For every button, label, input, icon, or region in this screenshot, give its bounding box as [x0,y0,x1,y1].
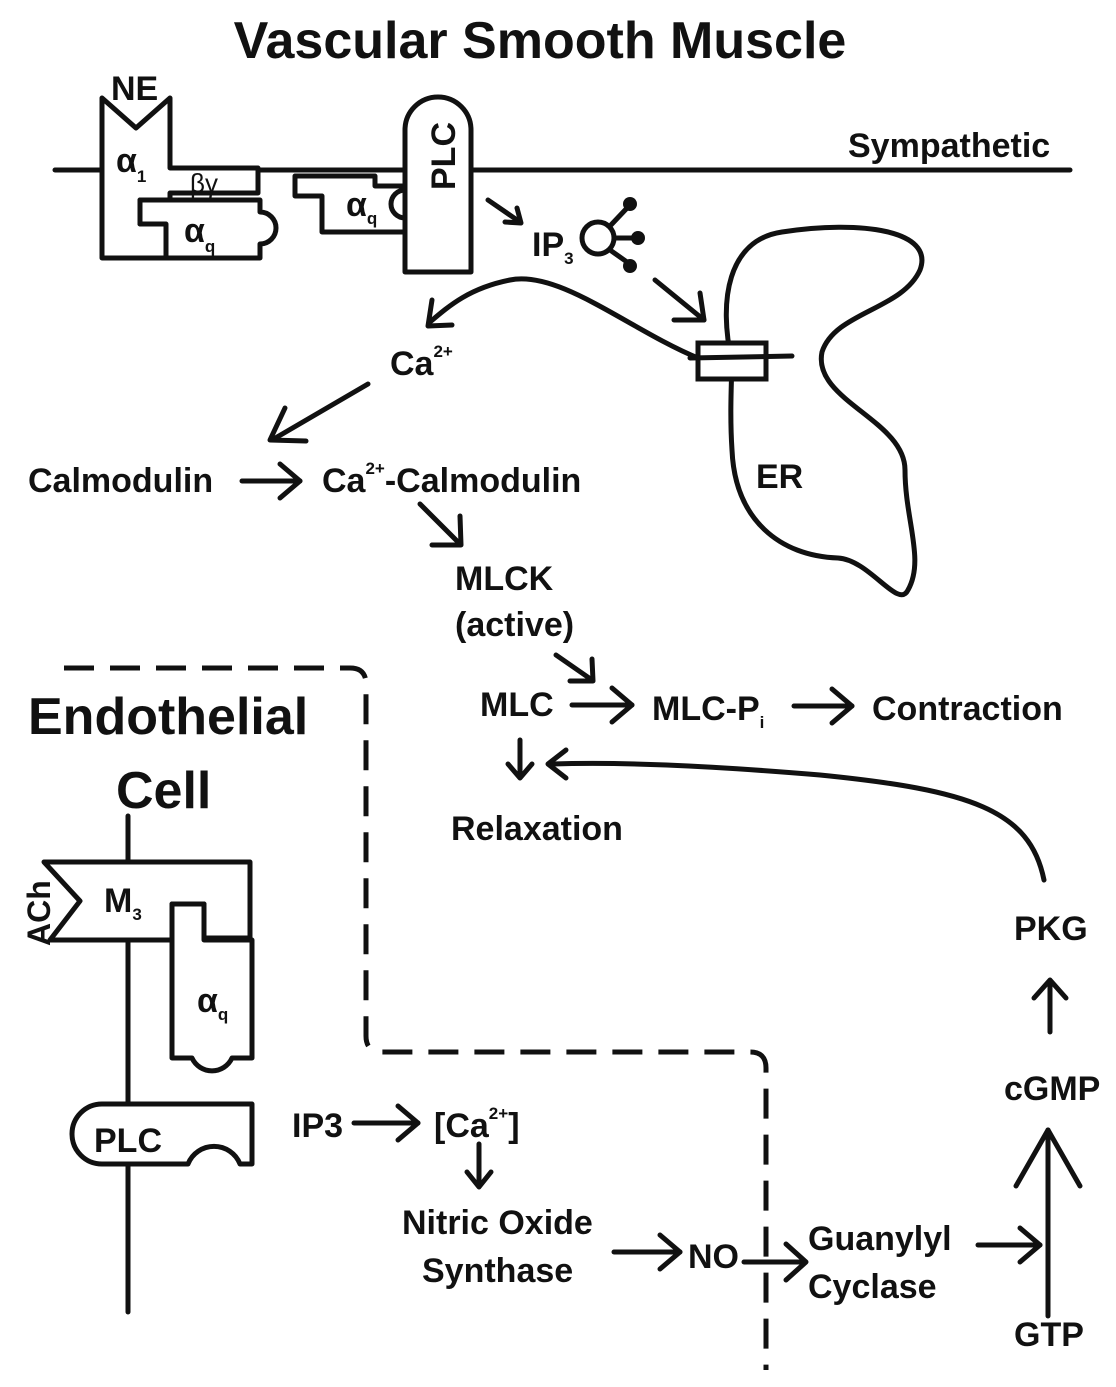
nos-label-line2: Synthase [422,1252,573,1290]
endothelial-ca-label: [Ca2+] [434,1104,520,1145]
arrow-calmodulin-to-complex [239,461,303,501]
arrow-ip3-to-ca [351,1103,421,1143]
endoplasmic-reticulum [723,224,925,598]
arrow-pkg-to-relaxation [545,747,1047,883]
m3-receptor [41,859,253,943]
arrow-er-to-ca [425,276,701,361]
arrow-mlck-to-reaction [553,652,596,684]
ach-ligand-label: ACh [21,880,57,946]
gq-bound-label: αq [184,212,215,256]
contraction-label: Contraction [872,690,1063,728]
alpha1-receptor-label: α1 [116,142,146,186]
ca-calmodulin-label: Ca2+-Calmodulin [322,459,581,500]
arrow-mlc-to-relaxation [505,737,535,781]
arrow-ca-to-calmodulin [267,381,371,444]
pkg-label: PKG [1014,910,1088,948]
nos-label: Nitric Oxide [402,1204,593,1242]
endothelial-title: Endothelial [28,688,308,746]
cell-boundary-dashed [64,665,769,1370]
arrow-ca-to-nos [464,1141,494,1190]
relaxation-label: Relaxation [451,810,623,848]
arrow-guanylyl-to-reaction [975,1225,1043,1265]
endothelial-gq-protein [169,901,255,1074]
er-label: ER [756,458,803,496]
arrow-nos-to-no [611,1232,683,1272]
plc-label: PLC [425,122,463,190]
plc-enzyme [402,94,474,275]
gq-free-label: αq [346,186,377,228]
endothelial-title-line2: Cell [116,762,211,820]
calcium-label: Ca2+ [390,342,453,383]
sympathetic-label: Sympathetic [848,127,1050,165]
arrow-gtp-to-cgmp [1013,1127,1083,1319]
ip3-molecule-icon [579,197,645,273]
arrow-no-to-guanylyl [741,1241,809,1283]
endothelial-ip3-label: IP3 [292,1107,343,1145]
cgmp-label: cGMP [1004,1070,1100,1108]
endothelial-plc-label: PLC [94,1122,162,1160]
mlck-label: MLCK [455,560,554,598]
gtp-label: GTP [1014,1316,1084,1354]
arrow-complex-to-mlck [417,501,464,548]
endothelial-gq-label: αq [197,982,228,1024]
arrow-mlc-to-mlcpi [569,685,635,725]
arrow-cgmp-to-pkg [1031,977,1069,1035]
arrow-ip3-to-er [652,277,707,323]
guanylyl-label: Guanylyl [808,1220,952,1258]
endothelial-plc-enzyme [69,1101,255,1167]
mlc-label: MLC [480,686,554,724]
gq-protein-bound [137,197,279,261]
ip3-label: IP3 [532,226,574,268]
mlc-pi-label: MLC-Pi [652,690,764,732]
arrow-plc-to-ip3 [485,197,524,226]
guanylyl-label-line2: Cyclase [808,1268,937,1306]
ip3-receptor-channel [687,340,795,382]
arrow-mlcpi-to-contraction [791,686,855,726]
no-label: NO [688,1238,739,1276]
beta-gamma-label: βγ [190,168,218,198]
m3-receptor-label: M3 [104,882,142,924]
diagram-title: Vascular Smooth Muscle [234,12,847,70]
ne-ligand-label: NE [111,70,158,108]
calmodulin-label: Calmodulin [28,462,213,500]
mlck-active-label: (active) [455,606,574,644]
